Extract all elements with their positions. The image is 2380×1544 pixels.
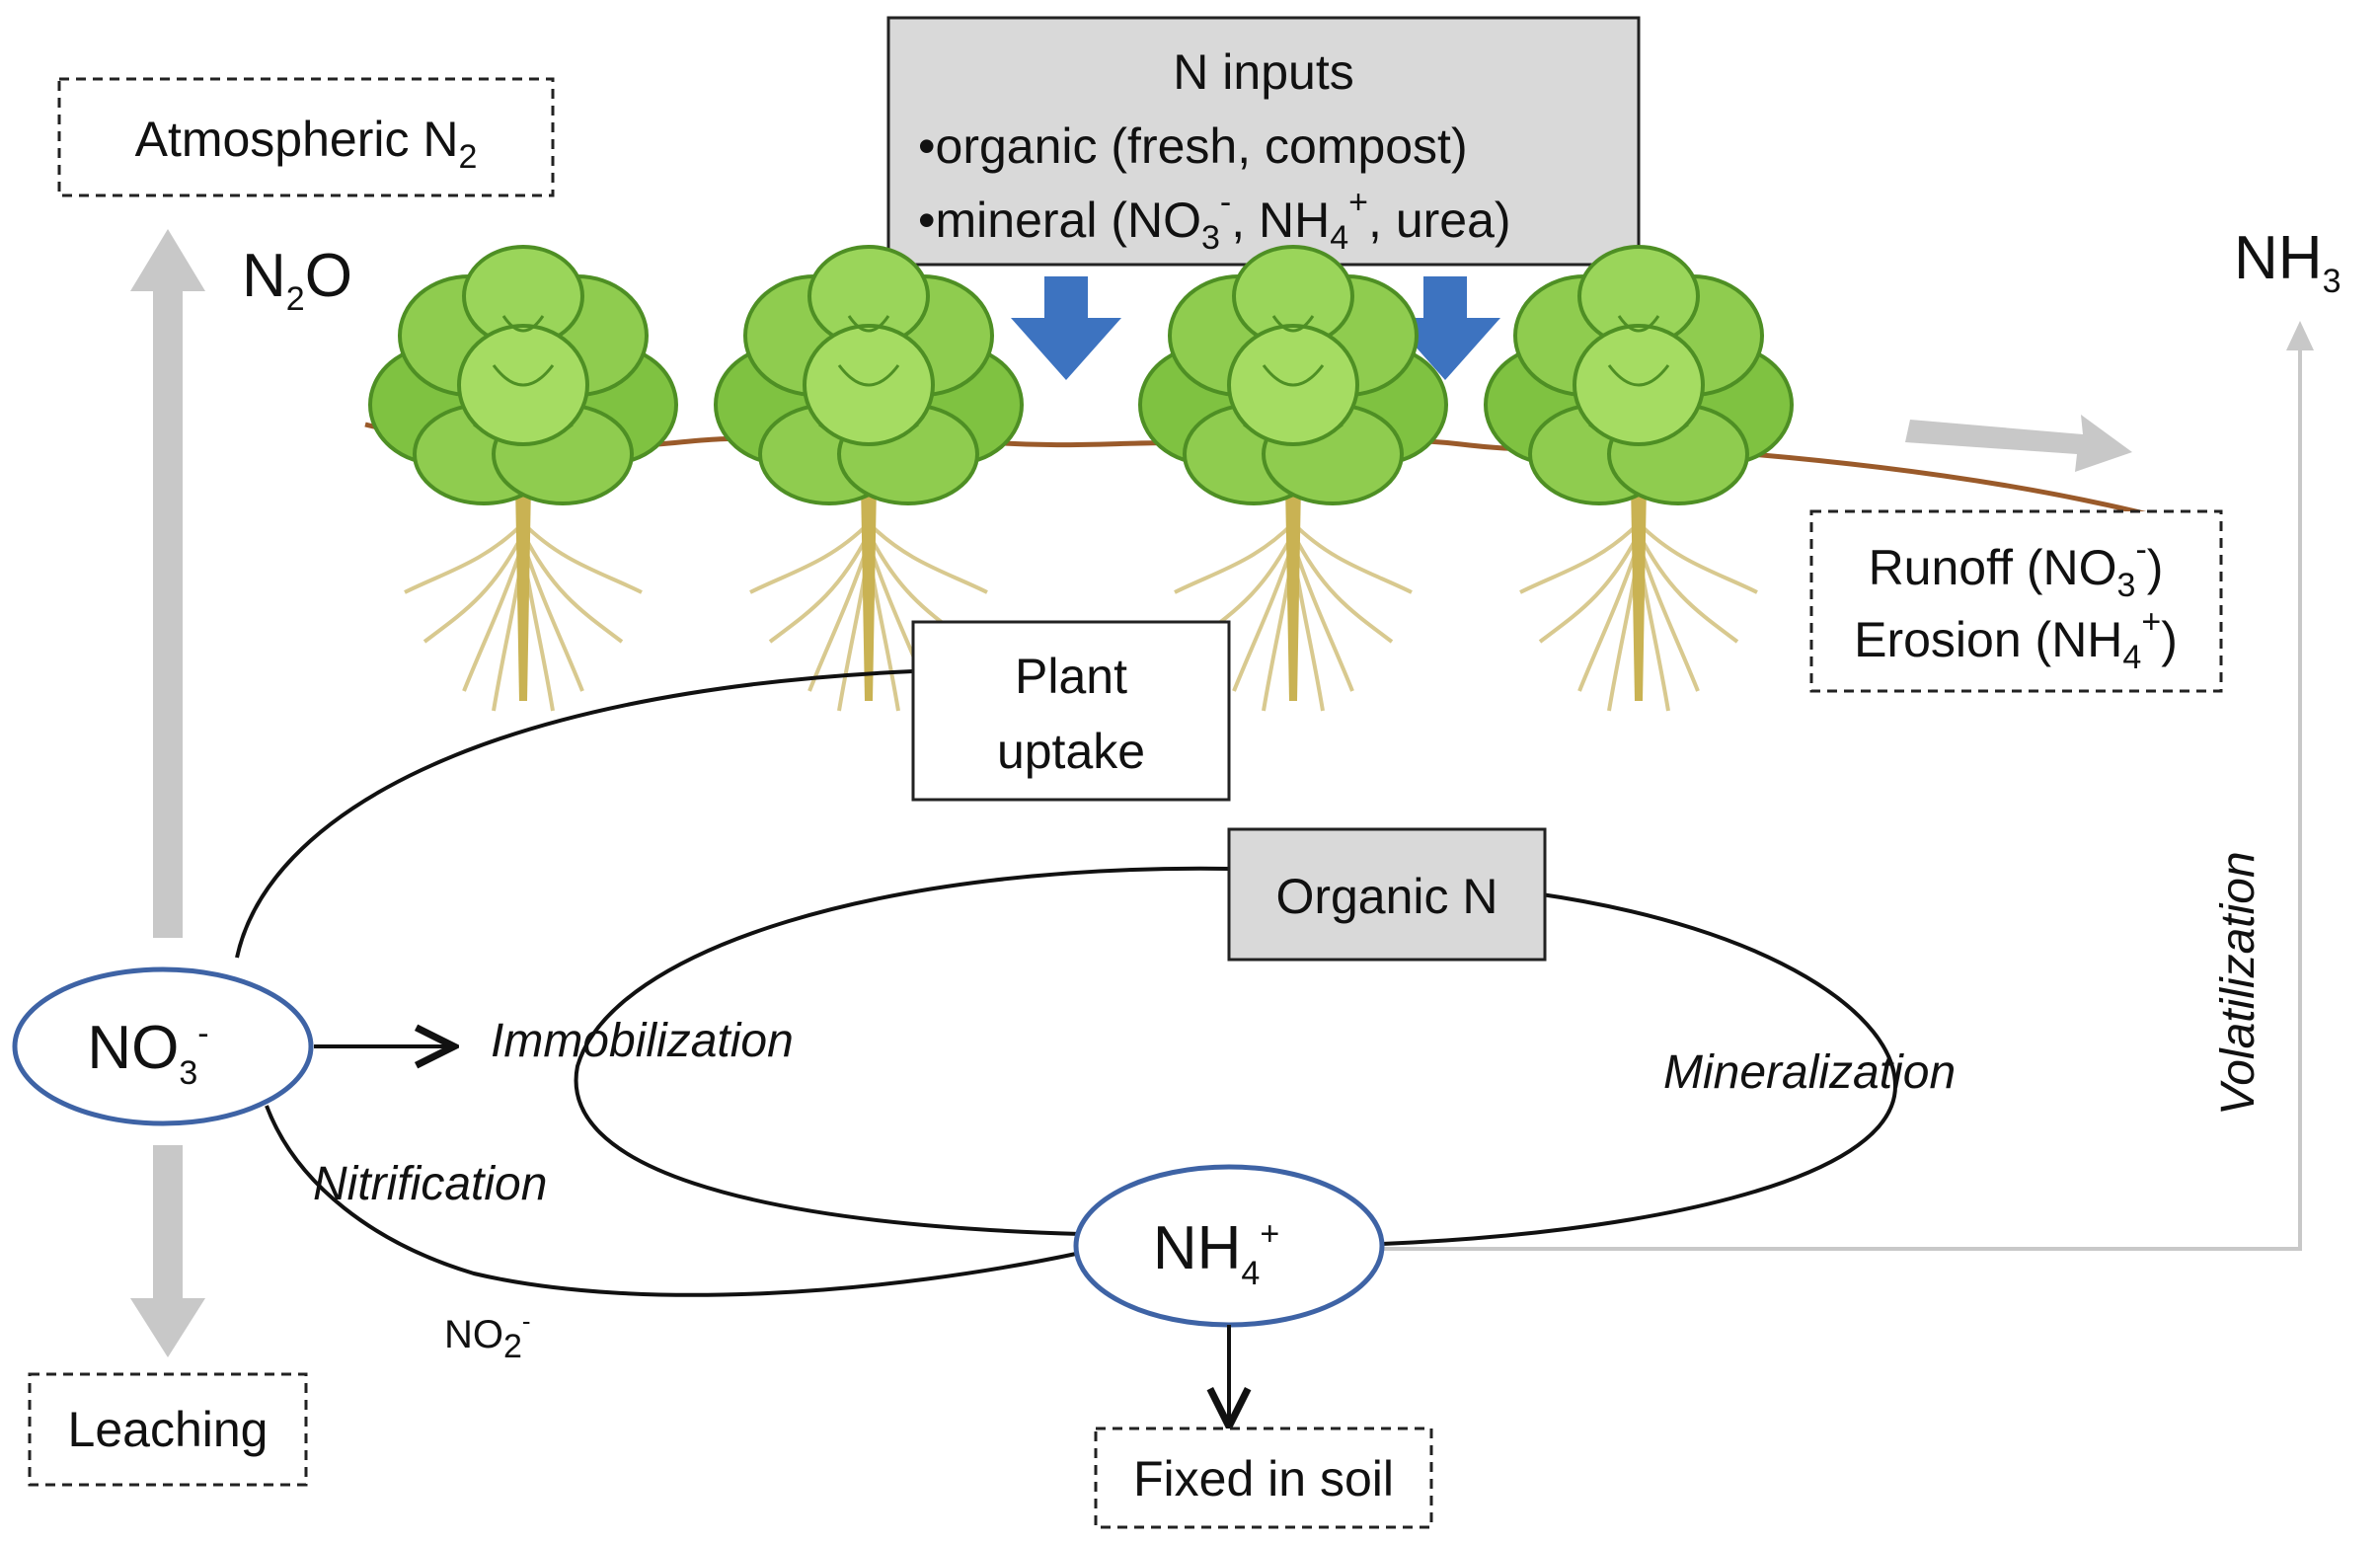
nh3-label: NH3: [2234, 224, 2341, 300]
n2o-flux-arrow: [130, 229, 205, 938]
nh4-node: NH4+: [1073, 1164, 1385, 1328]
mineralization-curve: [1381, 891, 1898, 1246]
volatilization-label: Volatilization: [2212, 851, 2265, 1116]
no3-node: NO3-: [12, 966, 314, 1126]
lettuce-plant-1: [368, 245, 678, 713]
n-inputs-box: N inputs •organic (fresh, compost) •mine…: [886, 16, 1641, 267]
fixed-in-soil-label: Fixed in soil: [1133, 1451, 1394, 1506]
input-arrow-left: [1011, 276, 1121, 380]
immobilization-curve: [574, 866, 1230, 1236]
cycle-connectors: [235, 669, 1898, 1297]
runoff-label: Runoff (NO3-): [1869, 531, 2164, 604]
n-inputs-title: N inputs: [1173, 44, 1353, 100]
n-inputs-organic: •organic (fresh, compost): [918, 118, 1468, 174]
plant-uptake-curve: [235, 669, 914, 959]
atmospheric-n2-box: Atmospheric N2: [57, 77, 555, 197]
runoff-erosion-box: Runoff (NO3-) Erosion (NH4+): [1809, 509, 2223, 693]
n-inputs-mineral: •mineral (NO3-, NH4+, urea): [918, 184, 1511, 257]
immobilization-label: Immobilization: [491, 1015, 794, 1067]
no2-label: NO2-: [444, 1306, 531, 1365]
nh4-label: NH4+: [1153, 1214, 1279, 1292]
input-arrow-right: [1390, 276, 1500, 380]
runoff-arrow: [1905, 415, 2132, 472]
leaching-box: Leaching: [28, 1372, 308, 1487]
erosion-label: Erosion (NH4+): [1854, 603, 2178, 676]
plant-uptake-line2: uptake: [997, 724, 1145, 779]
leaching-arrow: [130, 1145, 205, 1357]
no3-label: NO3-: [87, 1014, 208, 1092]
nitrification-curve: [265, 1105, 1077, 1297]
lettuce-plant-4: [1484, 245, 1794, 713]
plant-uptake-line1: Plant: [1015, 649, 1127, 704]
mineralization-label: Mineralization: [1663, 1046, 1956, 1099]
leaching-label: Leaching: [68, 1402, 269, 1457]
plant-uptake-box: Plant uptake: [911, 620, 1231, 802]
fixed-in-soil-box: Fixed in soil: [1094, 1427, 1433, 1529]
n2o-label: N2O: [242, 242, 352, 318]
volatilization-arrow: [1382, 321, 2314, 1251]
nitrification-label: Nitrification: [313, 1158, 547, 1210]
organic-n-box: Organic N: [1227, 827, 1547, 962]
atmospheric-n2-label: Atmospheric N2: [135, 112, 478, 176]
organic-n-label: Organic N: [1275, 869, 1497, 924]
